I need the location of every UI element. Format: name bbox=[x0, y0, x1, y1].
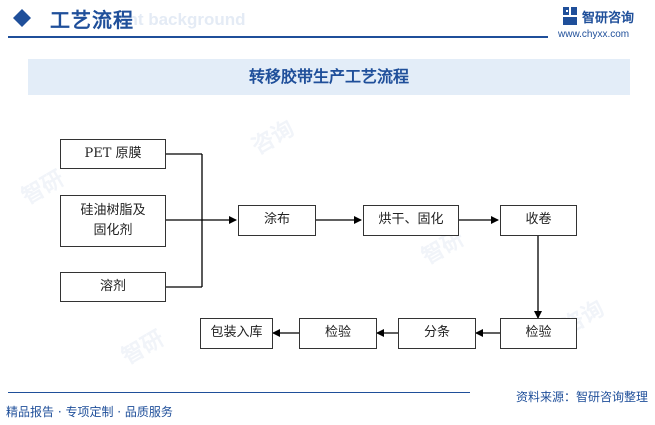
node-inspection-1: 检验 bbox=[500, 318, 577, 349]
node-silicone-resin: 硅油树脂及 固化剂 bbox=[60, 195, 166, 247]
watermark: 咨询 bbox=[247, 116, 299, 160]
header-background-text: ent background bbox=[118, 10, 246, 29]
watermark: 智研 bbox=[117, 326, 169, 370]
footer-divider bbox=[8, 392, 470, 393]
diamond-icon bbox=[13, 9, 31, 27]
footer-slogan: 精品报告 · 专项定制 · 品质服务 bbox=[6, 405, 173, 419]
logo-url: www.chyxx.com bbox=[558, 29, 630, 40]
node-slitting-label: 分条 bbox=[423, 325, 450, 341]
node-pet-film: PET 原膜 bbox=[60, 139, 166, 169]
node-packing-storage: 包装入库 bbox=[200, 318, 273, 349]
node-pet-film-label: PET 原膜 bbox=[84, 145, 142, 161]
node-inspection-1-label: 检验 bbox=[525, 325, 552, 341]
node-packing-storage-label: 包装入库 bbox=[210, 325, 263, 341]
node-solvent: 溶剂 bbox=[60, 272, 166, 302]
node-winding-label: 收卷 bbox=[525, 212, 552, 228]
logo-icon bbox=[563, 7, 577, 25]
node-silicone-resin-label-1: 硅油树脂及 bbox=[80, 202, 146, 218]
node-coating: 涂布 bbox=[238, 205, 316, 236]
node-silicone-resin-label-2: 固化剂 bbox=[93, 223, 133, 238]
node-slitting: 分条 bbox=[398, 318, 476, 349]
logo-name: 智研咨询 bbox=[582, 11, 635, 26]
node-inspection-2: 检验 bbox=[299, 318, 377, 349]
node-winding: 收卷 bbox=[500, 205, 577, 236]
diagram-title: 转移胶带生产工艺流程 bbox=[248, 67, 409, 86]
node-coating-label: 涂布 bbox=[263, 212, 290, 228]
node-inspection-2-label: 检验 bbox=[324, 325, 351, 341]
node-drying-curing-label: 烘干、固化 bbox=[378, 212, 444, 228]
source-note: 资料来源：智研咨询整理 bbox=[515, 390, 648, 404]
page-title: 工艺流程 bbox=[50, 8, 134, 32]
header-divider bbox=[8, 36, 548, 38]
node-solvent-label: 溶剂 bbox=[99, 278, 126, 294]
node-drying-curing: 烘干、固化 bbox=[363, 205, 459, 236]
diagram-title-bar: 转移胶带生产工艺流程 bbox=[28, 59, 630, 95]
